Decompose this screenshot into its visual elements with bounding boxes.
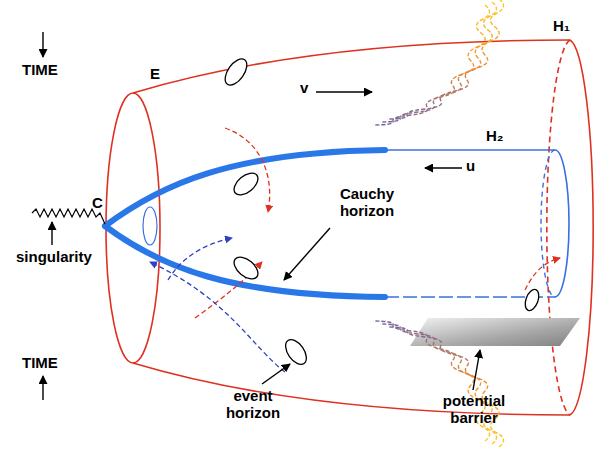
potential-barrier-label: potential barrier (430, 393, 518, 426)
cauchy-horizon (105, 150, 385, 297)
null-rays (150, 128, 560, 372)
time-axis-label: TIME (22, 355, 58, 372)
horizon-label: H₂ (486, 128, 504, 145)
cauchy-horizon-label: Cauchy horizon (330, 186, 404, 219)
radiation-waves-top (373, 0, 504, 125)
event-horizon-label: event horizon (220, 388, 286, 421)
leader-arrows (43, 32, 480, 400)
point-label: C (92, 195, 103, 212)
coordinate-label: v (300, 80, 308, 97)
coordinate-label: u (466, 158, 475, 175)
radiation-waves-bottom (373, 321, 504, 447)
horizon-label: H₁ (553, 18, 570, 35)
light-cones (221, 55, 542, 368)
event-horizon-tube (106, 40, 593, 415)
singularity-label: singularity (16, 249, 92, 266)
time-axis-label: TIME (22, 62, 58, 79)
potential-barrier-slab (410, 318, 580, 346)
horizon-label: E (150, 66, 160, 83)
singularity-zigzag (32, 209, 105, 224)
